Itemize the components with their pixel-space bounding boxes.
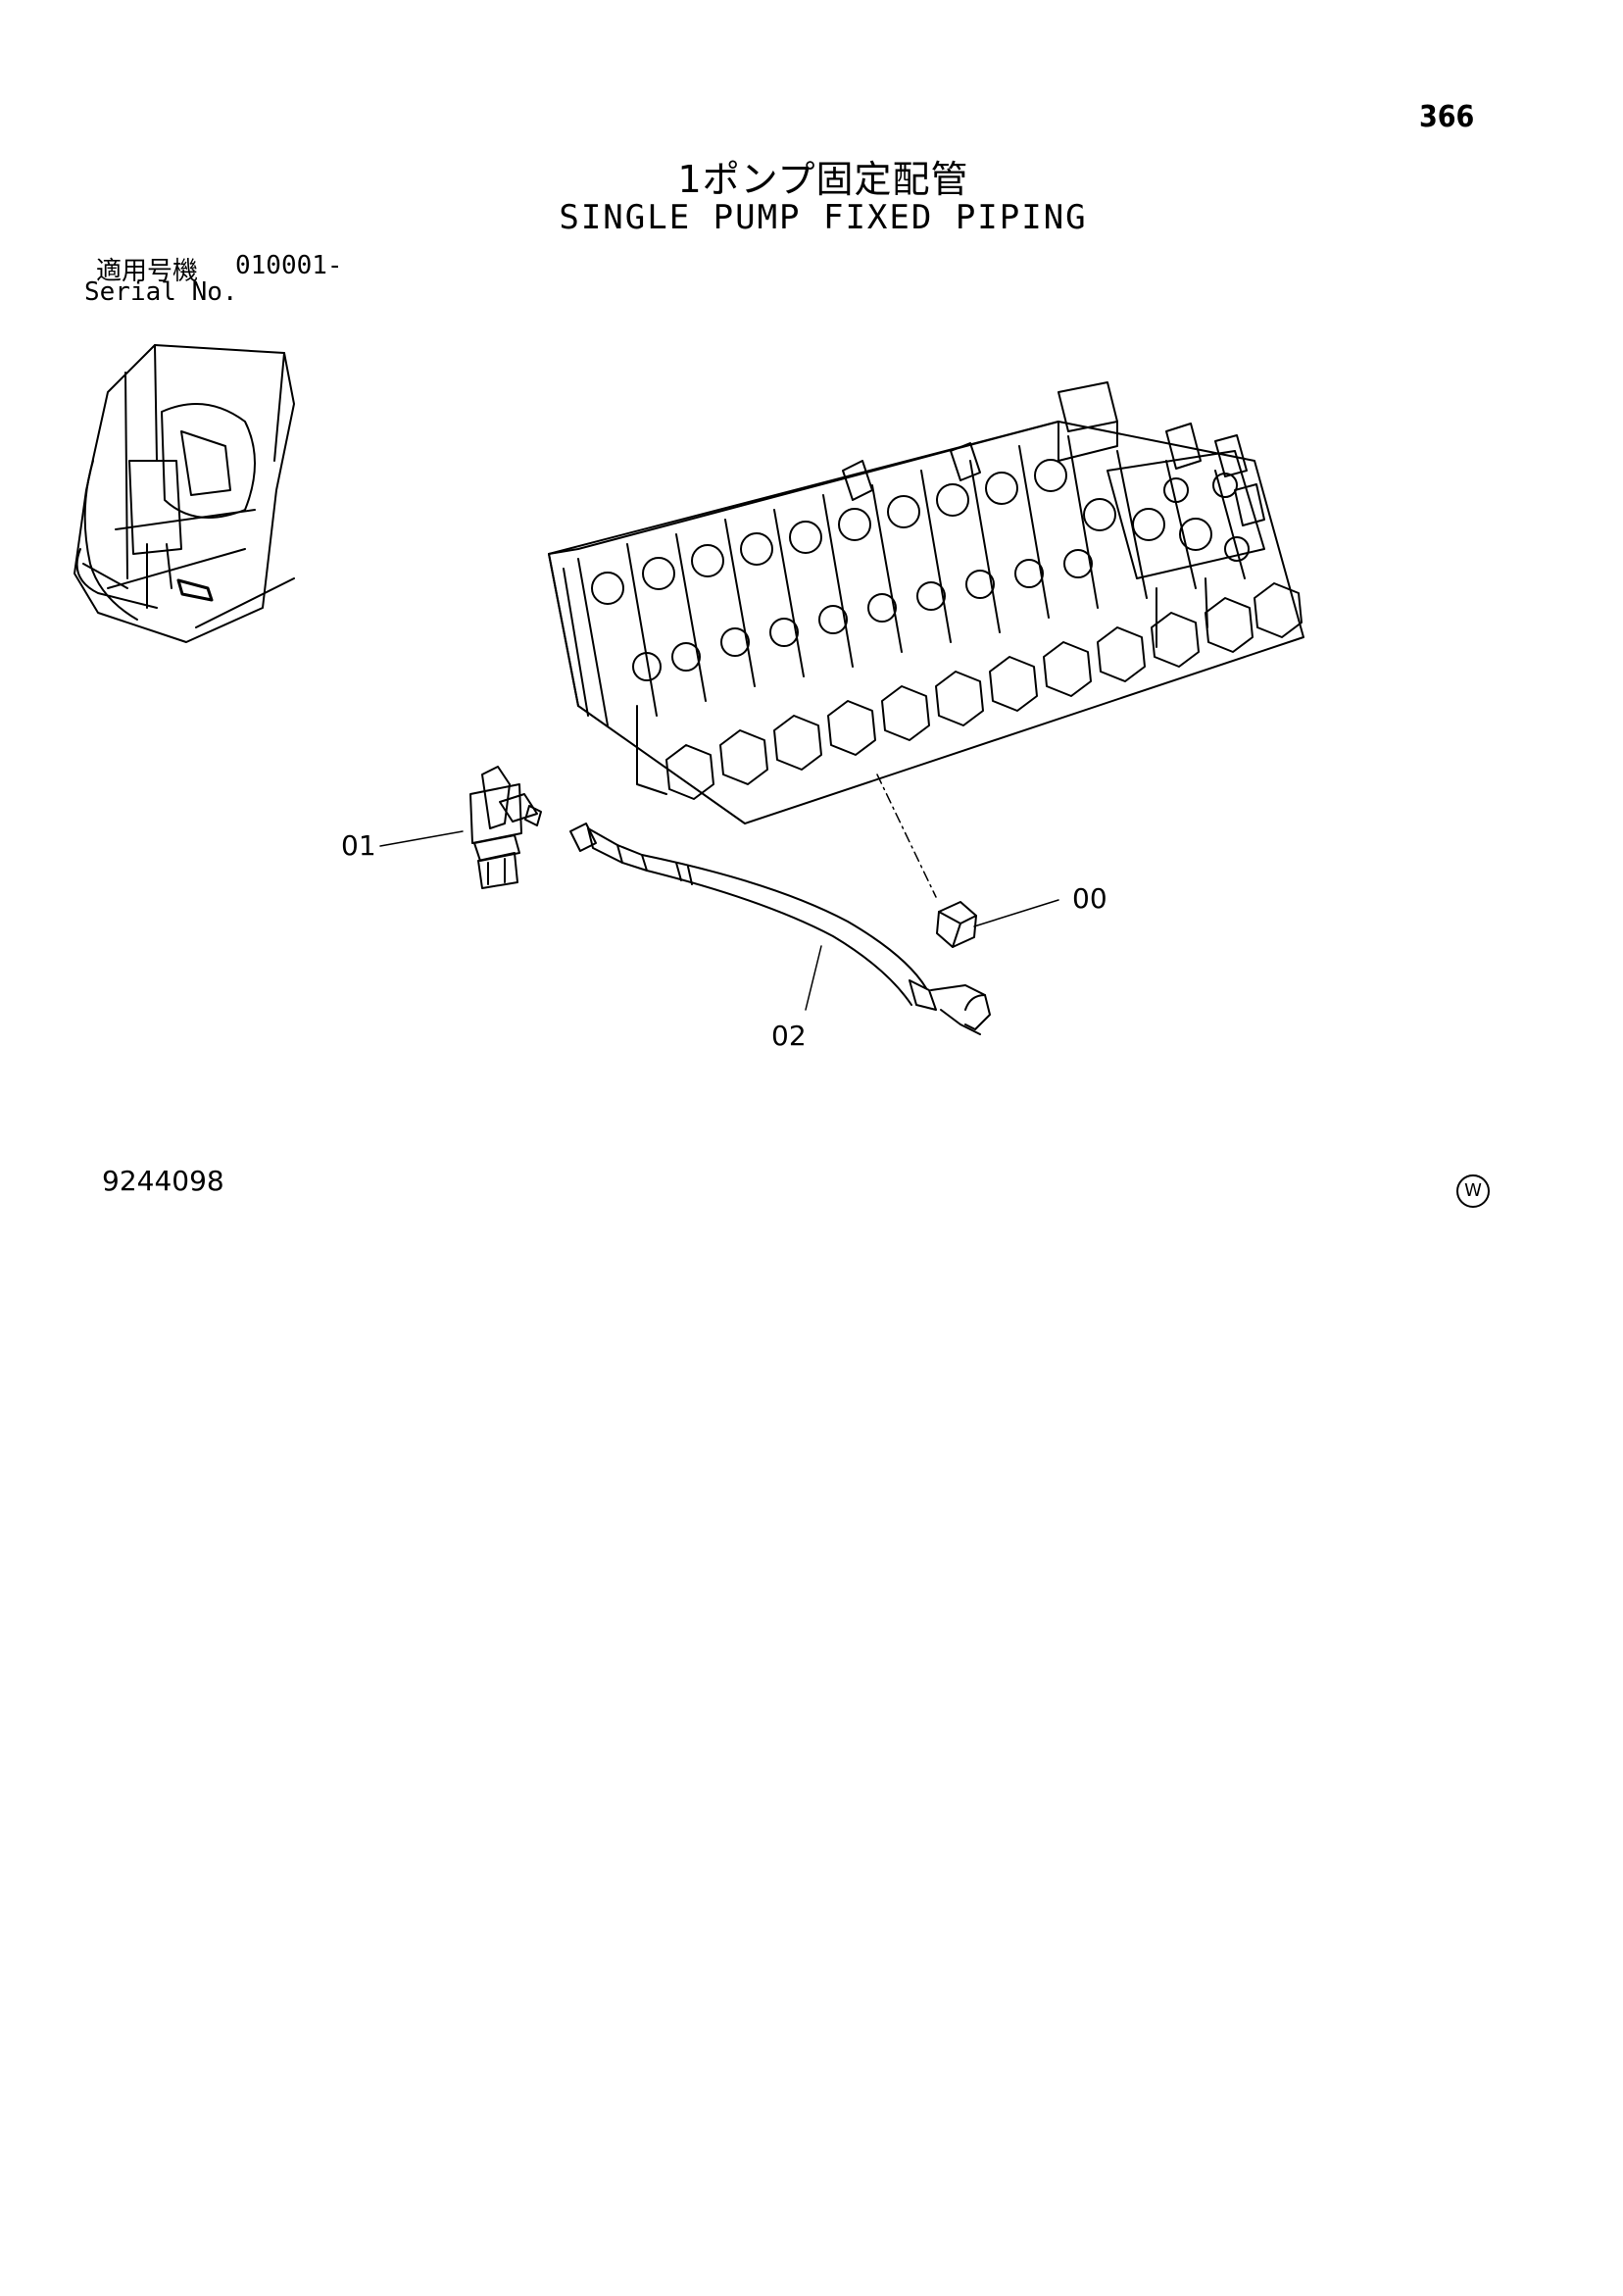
serial-label-english: Serial No. <box>84 277 238 307</box>
callout-01-leader <box>379 830 464 847</box>
upper-port-row <box>591 459 1250 605</box>
middle-port-row <box>632 549 1093 681</box>
lower-cap-row <box>665 582 1303 800</box>
part-01-valve-fitting <box>469 766 542 889</box>
page-title-english: SINGLE PUMP FIXED PIPING <box>559 198 1088 237</box>
page-number: 366 <box>1419 100 1475 134</box>
control-valve-assembly <box>548 381 1304 824</box>
top-fittings <box>842 423 1265 526</box>
serial-label-japanese: 適用号機 <box>96 257 199 286</box>
document-number: 9244098 <box>102 1165 224 1197</box>
part-00-plug <box>936 901 977 948</box>
serial-range: 010001- <box>235 251 343 280</box>
callout-02-leader <box>805 945 822 1011</box>
callout-00-leader <box>973 899 1059 927</box>
assembly-leader-line <box>876 774 937 898</box>
callout-02: 02 <box>771 1020 807 1052</box>
page-title-japanese: 1ポンプ固定配管 <box>677 158 969 201</box>
machine-overview-illustration <box>74 344 295 643</box>
callout-leaders <box>379 830 1059 1011</box>
callout-01: 01 <box>341 829 376 862</box>
callout-00: 00 <box>1072 882 1107 915</box>
valve-spool-columns <box>577 435 1246 726</box>
part-02-hose-assembly <box>569 823 991 1035</box>
revision-mark: W <box>1456 1174 1490 1208</box>
